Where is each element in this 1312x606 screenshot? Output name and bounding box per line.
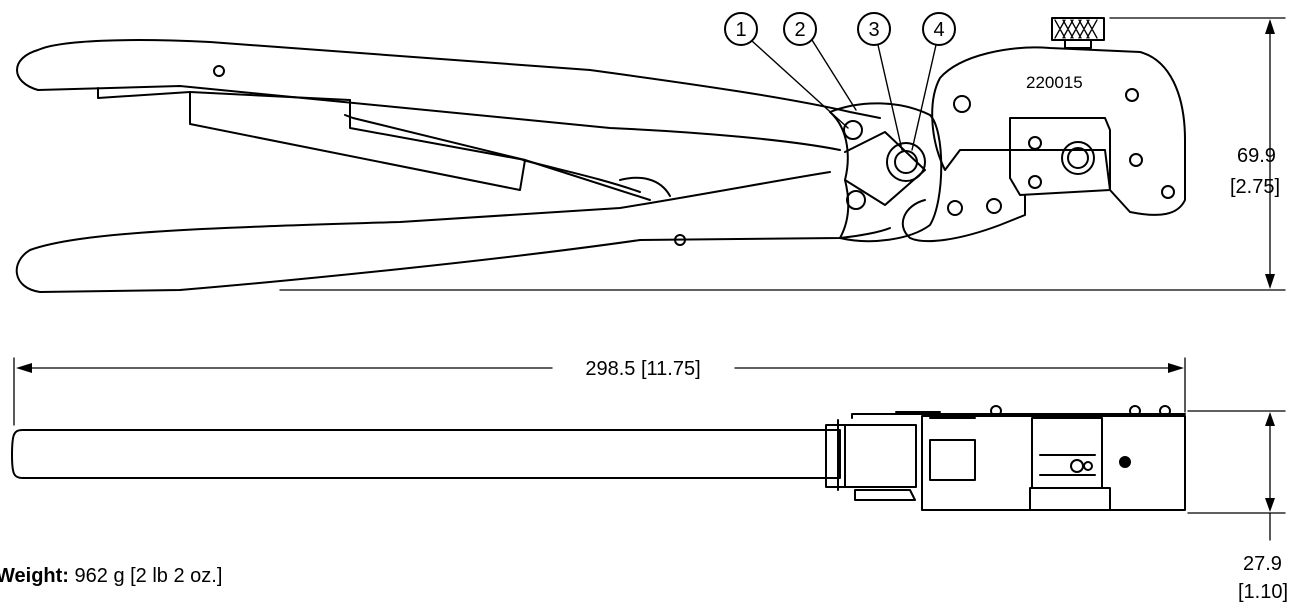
weight-label: Weight: (0, 565, 69, 587)
callout-4: 4 (933, 19, 944, 41)
callout-2: 2 (794, 19, 805, 41)
side-pin (1119, 456, 1131, 468)
callout-1-circle (724, 12, 758, 46)
width-dim-mm: 27.9 (1243, 553, 1282, 575)
callout-4-circle (922, 12, 956, 46)
jaw-center-hole (886, 142, 926, 182)
side-handle (11, 429, 841, 479)
side-head (921, 415, 1186, 511)
weight-note: Weight: 962 g [2 lb 2 oz.] (0, 565, 222, 588)
die-housing (931, 46, 1186, 216)
width-dim-in: [1.10] (1238, 581, 1288, 603)
tool-side-view (11, 405, 1186, 511)
callout-3-circle (857, 12, 891, 46)
lower-handle (15, 171, 891, 293)
die-adjust-screw (1061, 141, 1095, 175)
lower-handle-hole (674, 234, 686, 246)
callout-2-circle (783, 12, 817, 46)
hand-tool-top-view (15, 12, 1186, 293)
link-plate (901, 194, 1026, 243)
weight-value: 962 g [2 lb 2 oz.] (74, 565, 223, 587)
upper-handle-grip (97, 87, 526, 191)
callout-1: 1 (735, 19, 746, 41)
height-dim-mm: 69.9 (1237, 145, 1276, 167)
length-dimension (13, 357, 1186, 426)
tool-number: 220015 (1026, 73, 1083, 92)
callout-leaders (751, 39, 937, 151)
length-dim-label: 298.5 [11.75] (585, 358, 700, 380)
jaw-plate (829, 102, 943, 243)
height-dimension (279, 17, 1286, 291)
upper-handle (16, 39, 881, 151)
height-dim-in: [2.75] (1230, 176, 1280, 198)
callout-3: 3 (868, 19, 879, 41)
upper-handle-hole (213, 65, 225, 77)
width-dimension (1187, 410, 1286, 541)
